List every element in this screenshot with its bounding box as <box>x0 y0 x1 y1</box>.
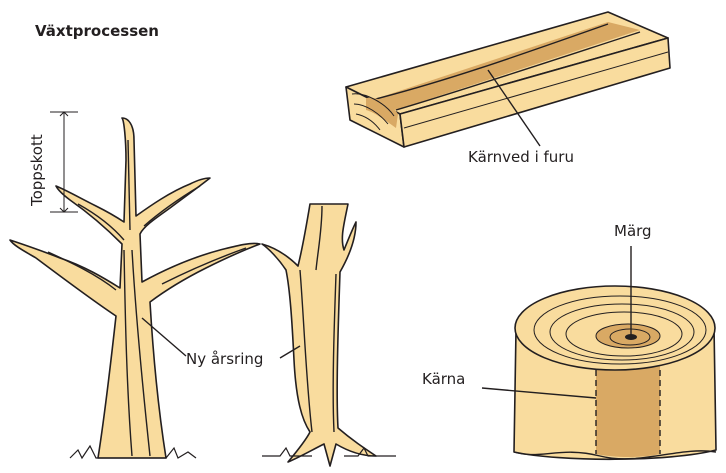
pine-plank <box>346 12 670 147</box>
older-tree-trunk <box>262 204 376 466</box>
young-tree <box>10 118 260 458</box>
tree-stump <box>514 286 716 459</box>
label-pith: Märg <box>614 222 652 240</box>
label-heartwood-pine: Kärnved i furu <box>468 148 574 166</box>
label-new-ring: Ny årsring <box>186 350 263 368</box>
label-topshoot: Toppskott <box>28 134 46 207</box>
diagram-title: Växtprocessen <box>35 22 159 40</box>
label-core: Kärna <box>422 370 465 388</box>
